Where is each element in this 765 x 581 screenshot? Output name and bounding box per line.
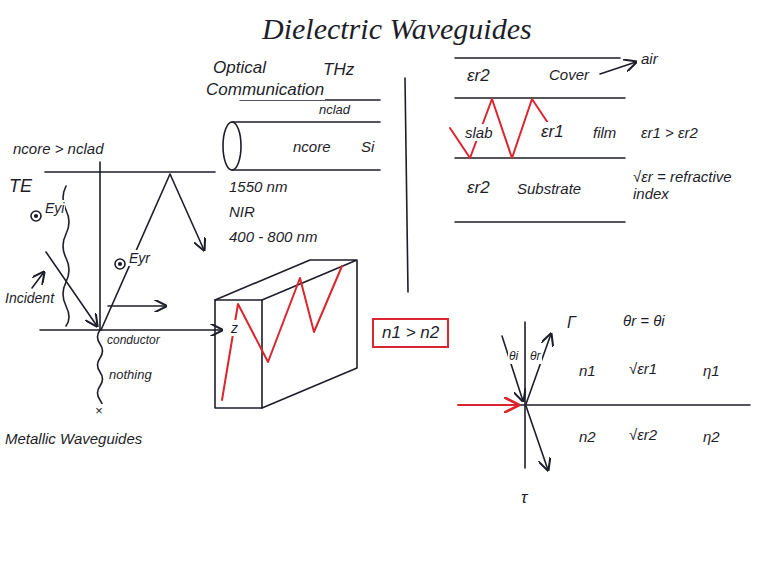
wavy-line: [98, 330, 103, 410]
note-label: Γ: [566, 314, 577, 332]
note-label: θr = θi: [622, 312, 666, 329]
note-label: slab: [464, 124, 494, 141]
reflected-ray: [526, 334, 551, 404]
note-label: 400 - 800 nm: [228, 228, 318, 245]
note-label: ncore: [292, 138, 332, 155]
note-label: εr2: [466, 66, 491, 86]
propagation-arrow: [108, 305, 166, 307]
page-title: Dielectric Waveguides: [262, 12, 532, 47]
note-label: Cover: [548, 66, 590, 83]
core-line: [232, 169, 380, 171]
ray-zigzag: [222, 266, 342, 400]
layer-line: [455, 221, 625, 223]
note-label: εr2: [466, 178, 491, 198]
field-symbol: [115, 259, 125, 269]
note-label: Si: [360, 138, 375, 155]
note-label: n1: [578, 362, 597, 379]
note-label: θr: [529, 350, 542, 364]
field-dot: [119, 263, 122, 266]
note-label: √εr = refractive index: [632, 168, 752, 203]
field-dot: [35, 215, 38, 218]
note-label: τ: [520, 488, 528, 508]
note-label: Incident: [4, 290, 55, 306]
fibre-end: [223, 122, 241, 170]
layer-line: [455, 157, 625, 159]
transmitted-ray: [526, 406, 548, 470]
note-label: air: [640, 50, 659, 67]
note-label: η2: [702, 428, 721, 445]
note-label: THz: [322, 60, 355, 80]
note-label: η1: [702, 362, 721, 379]
leader-arrow: [32, 272, 44, 288]
note-label: Metallic Waveguides: [4, 430, 143, 447]
ray-zigzag: [450, 99, 550, 158]
divider-line: [405, 78, 408, 292]
note-label: n2: [578, 428, 597, 445]
note-label: Eyr: [128, 250, 151, 266]
field-symbol: [31, 211, 41, 221]
condition-box: n1 > n2: [372, 318, 449, 348]
note-label: √εr2: [628, 426, 658, 443]
incident-ray: [502, 336, 523, 401]
note-label: 1550 nm: [228, 178, 288, 195]
note-label: Optical: [212, 58, 267, 78]
layer-line: [455, 97, 625, 99]
note-label: θi: [508, 350, 519, 364]
note-label: Substrate: [516, 180, 582, 197]
top-wall: [45, 171, 215, 173]
layer-line: [455, 57, 620, 59]
note-label: √εr1: [628, 360, 658, 377]
leader-arrow: [600, 62, 636, 74]
note-label: film: [592, 124, 617, 141]
z-axis: [40, 329, 222, 331]
note-label: ncore > nclad: [12, 140, 104, 157]
normal-line: [99, 162, 101, 330]
note-label: nclad: [318, 103, 351, 118]
core-line: [232, 121, 380, 123]
note-label: Communication: [205, 80, 325, 100]
note-label: TE: [8, 176, 33, 197]
guide-body: [215, 260, 357, 408]
note-label: ×: [94, 404, 104, 419]
guided-arrow: [458, 404, 518, 406]
note-label: εr1: [540, 122, 565, 142]
note-label: NIR: [228, 203, 256, 220]
node-text: n1 > n2: [382, 323, 439, 343]
note-label: conductor: [106, 334, 161, 348]
note-label: Eyi: [44, 200, 65, 216]
note-label: εr1 > εr2: [640, 124, 699, 141]
normal-line: [524, 322, 526, 468]
note-label: z: [230, 320, 239, 336]
guide-front: [215, 300, 262, 408]
reflected-ray: [101, 174, 204, 330]
incident-ray: [46, 252, 97, 326]
note-label: nothing: [108, 368, 153, 383]
